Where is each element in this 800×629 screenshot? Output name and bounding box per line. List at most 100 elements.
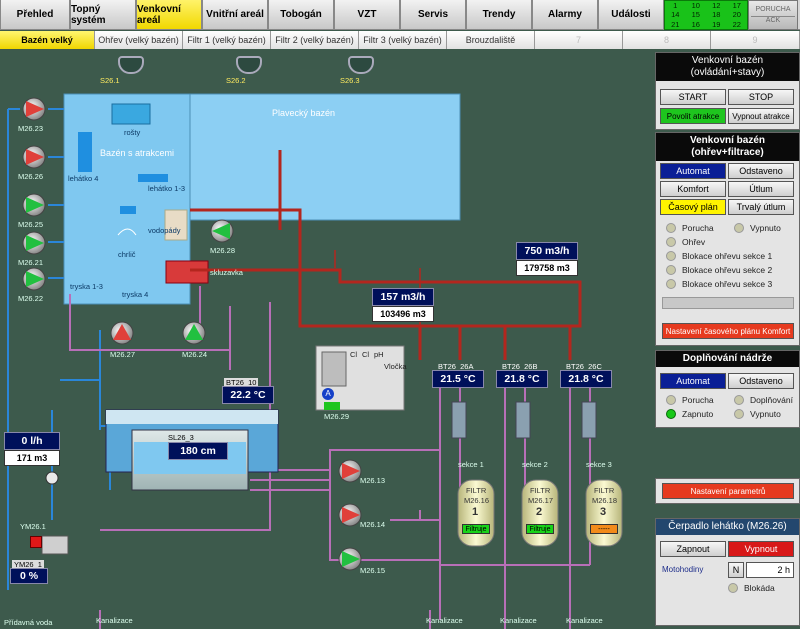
disable-attractions-button[interactable]: Vypnout atrakce xyxy=(728,108,794,124)
subtab-7[interactable]: 7 xyxy=(535,31,623,49)
section-3-label: sekce 3 xyxy=(586,460,612,469)
subtab-bazen-velky[interactable]: Bazén velký xyxy=(0,31,95,49)
spout-label: chrlič xyxy=(118,250,136,259)
fill-status-porucha: Porucha xyxy=(666,395,714,405)
main-flow-total: 179758 m3 xyxy=(516,260,578,276)
fill-status-vypnuto: Vypnuto xyxy=(734,409,781,419)
lounger-1-3-label: lehátko 1-3 xyxy=(148,184,186,193)
status-porucha: Porucha xyxy=(666,223,714,233)
mode-casovy-plan-button[interactable]: Časový plán xyxy=(660,199,726,215)
pump-m26-21[interactable] xyxy=(20,230,48,256)
tank-temp-tag: BT26_10 xyxy=(224,378,259,387)
mode-utlum-button[interactable]: Útlum xyxy=(728,181,794,197)
nav-venkovni-areal[interactable]: Venkovní areál xyxy=(136,0,202,30)
skimmer-icon[interactable] xyxy=(348,56,374,74)
pump-m26-22[interactable] xyxy=(20,266,48,292)
porucha-ack-button[interactable]: PORUCHA ACK xyxy=(748,0,798,30)
swimming-pool-label: Plavecký bazén xyxy=(272,108,336,118)
pump-m26-27[interactable] xyxy=(108,320,136,346)
tank-level-value: 180 cm xyxy=(168,442,228,460)
section-1-temp: 21.5 °C xyxy=(432,370,484,388)
panel-parameters: Nastavení parametrů xyxy=(655,478,800,504)
nav-servis[interactable]: Servis xyxy=(400,0,466,30)
nav-tobogan[interactable]: Tobogán xyxy=(268,0,334,30)
skimmer-icon[interactable] xyxy=(118,56,144,74)
status-ohrev: Ohřev xyxy=(666,237,705,247)
pump-m26-13[interactable] xyxy=(336,458,364,484)
mode-automat-button[interactable]: Automat xyxy=(660,163,726,179)
mode-odstaveno-button[interactable]: Odstaveno xyxy=(728,163,794,179)
alarm-cell: 17 xyxy=(732,1,741,10)
nozzle-icon xyxy=(120,206,136,214)
nav-trendy[interactable]: Trendy xyxy=(466,0,532,30)
alarm-cell: 20 xyxy=(732,10,741,20)
subtab-filtr-2[interactable]: Filtr 2 (velký bazén) xyxy=(271,31,359,49)
enable-attractions-button[interactable]: Povolit atrakce xyxy=(660,108,726,124)
status-label: Vypnuto xyxy=(750,409,781,419)
hours-value: 2 h xyxy=(746,562,794,578)
filter-2-number: 2 xyxy=(536,506,543,518)
subtab-ohrev[interactable]: Ohřev (velký bazén) xyxy=(95,31,183,49)
alarm-indicator-grid[interactable]: 1 10 12 17 14 15 18 20 21 16 19 22 xyxy=(664,0,748,30)
pump-m26-26[interactable] xyxy=(20,144,48,170)
alarm-cell: 18 xyxy=(712,10,721,20)
status-label: Vypnuto xyxy=(750,223,781,233)
pump-m26-15[interactable] xyxy=(336,546,364,572)
alarm-cell: 15 xyxy=(691,10,700,20)
subtab-filtr-1[interactable]: Filtr 1 (velký bazén) xyxy=(183,31,271,49)
subtab-8[interactable]: 8 xyxy=(623,31,711,49)
nav-topny-system[interactable]: Topný systém xyxy=(70,0,136,30)
subtab-filtr-3[interactable]: Filtr 3 (velký bazén) xyxy=(359,31,447,49)
pump-on-button[interactable]: Zapnout xyxy=(660,541,726,557)
nav-alarmy[interactable]: Alarmy xyxy=(532,0,598,30)
pump-m26-24[interactable] xyxy=(180,320,208,346)
ack-label: ACK xyxy=(751,16,795,24)
pump-m26-25[interactable] xyxy=(20,192,48,218)
pump-m26-14[interactable] xyxy=(336,502,364,528)
hours-reset-button[interactable]: N xyxy=(728,562,744,578)
status-led xyxy=(666,409,676,419)
pump-m26-28[interactable] xyxy=(208,218,236,244)
mode-trvaly-utlum-button[interactable]: Trvalý útlum xyxy=(728,199,794,215)
nav-vnitrni-areal[interactable]: Vnitřní areál xyxy=(202,0,268,30)
sub-navigation: Bazén velký Ohřev (velký bazén) Filtr 1 … xyxy=(0,31,800,49)
pump-m26-23[interactable] xyxy=(20,96,48,122)
panel-heating-title: Venkovní bazén (ohřev+filtrace) xyxy=(656,133,799,161)
start-button[interactable]: START xyxy=(660,89,726,105)
panel-lounger-pump: Čerpadlo lehátko (M26.26) Zapnout Vypnou… xyxy=(655,518,800,626)
nav-prehled[interactable]: Přehled xyxy=(0,0,70,30)
subtab-brouzdaliste[interactable]: Brouzdaliště xyxy=(447,31,535,49)
pump-m26-27-label: M26.27 xyxy=(110,350,136,359)
section-2-label: sekce 2 xyxy=(522,460,548,469)
nav-udalosti[interactable]: Události xyxy=(598,0,664,30)
subtab-9[interactable]: 9 xyxy=(711,31,800,49)
drain-label: Kanalizace xyxy=(426,616,463,625)
valve-position-value: 0 % xyxy=(10,568,48,584)
status-label: Porucha xyxy=(682,395,714,405)
heat-exchanger-2 xyxy=(515,401,531,439)
pump-m26-24-label: M26.24 xyxy=(182,350,208,359)
mode-komfort-button[interactable]: Komfort xyxy=(660,181,726,197)
filter-3-pump: M26.18 xyxy=(592,496,618,505)
stop-button[interactable]: STOP xyxy=(728,89,794,105)
status-label: Blokáda xyxy=(744,583,775,593)
parameter-settings-button[interactable]: Nastavení parametrů xyxy=(662,483,794,499)
fill-odstaveno-button[interactable]: Odstaveno xyxy=(728,373,794,389)
status-label: Porucha xyxy=(682,223,714,233)
filter-1-status: Filtruje xyxy=(462,524,490,534)
status-led xyxy=(666,395,676,405)
chem-cl2-label: Cl xyxy=(362,350,370,359)
fill-flow-rate: 0 l/h xyxy=(4,432,60,450)
nav-vzt[interactable]: VZT xyxy=(334,0,400,30)
comfort-schedule-button[interactable]: Nastavení časového plánu Komfort xyxy=(662,323,794,339)
blocking-status: Blokáda xyxy=(728,583,775,593)
section-1-label: sekce 1 xyxy=(458,460,484,469)
pump-off-button[interactable]: Vypnout xyxy=(728,541,794,557)
fill-automat-button[interactable]: Automat xyxy=(660,373,726,389)
grates-icon xyxy=(111,103,151,125)
valve-actuator-icon[interactable] xyxy=(30,536,42,548)
sensor-s26-3: S26.3 xyxy=(340,76,360,85)
skimmer-icon[interactable] xyxy=(236,56,262,74)
heat-exchanger-3 xyxy=(581,401,597,439)
filter-2-pump: M26.17 xyxy=(528,496,554,505)
